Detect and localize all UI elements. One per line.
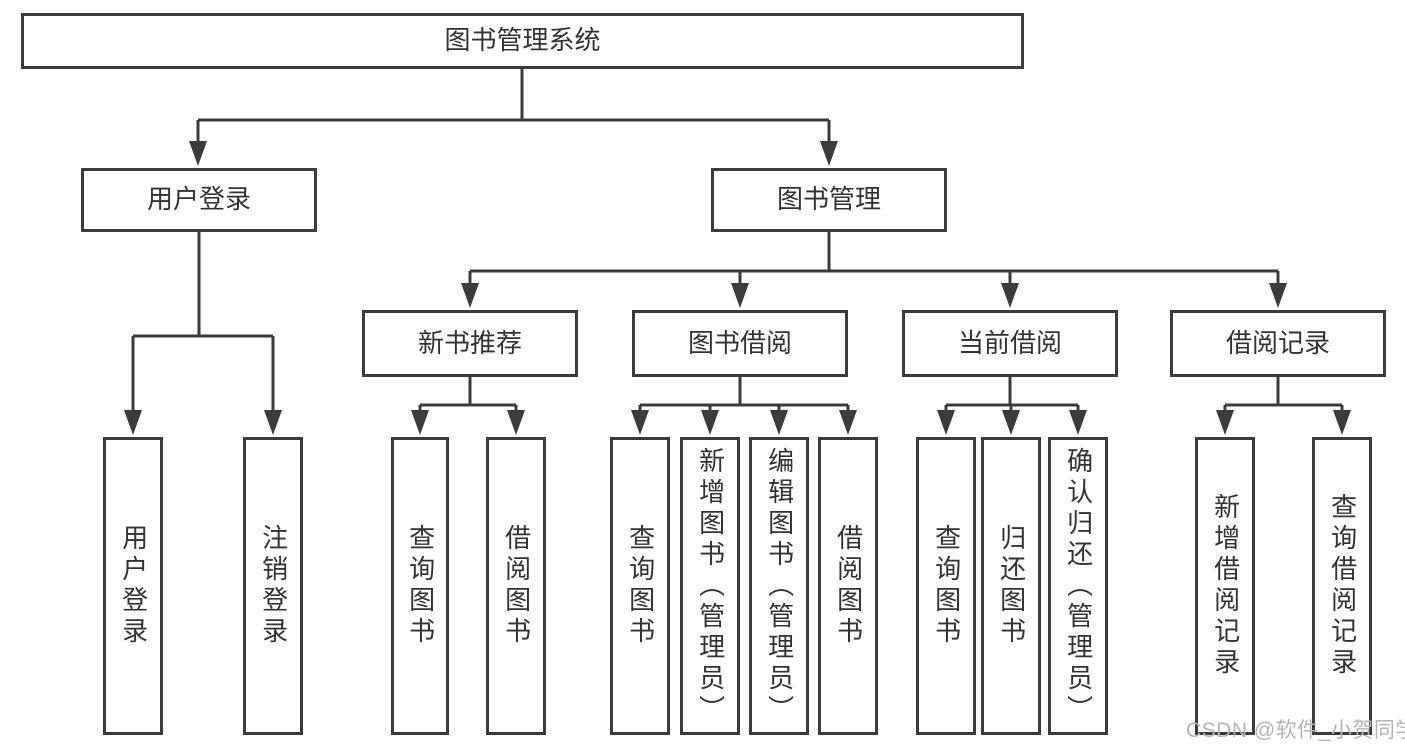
node-book-borrow: 图书借阅 — [632, 310, 848, 377]
leaf-return-book: 归还图书 — [981, 437, 1041, 735]
leaf-recommend-query-book: 查询图书 — [391, 437, 449, 735]
leaf-add-book-admin: 新增图书（管理员） — [680, 437, 740, 735]
connector-stems — [131, 69, 1344, 414]
leaf-add-borrow-record: 新增借阅记录 — [1195, 437, 1255, 735]
leaf-user-login: 用户登录 — [103, 437, 163, 735]
node-borrow-records: 借阅记录 — [1170, 310, 1386, 377]
leaf-recommend-borrow-book: 借阅图书 — [486, 437, 546, 735]
node-new-book-recommend: 新书推荐 — [362, 310, 578, 377]
node-user-login: 用户登录 — [81, 168, 317, 232]
arrowheads — [124, 141, 1351, 435]
leaf-borrow-query-book: 查询图书 — [610, 437, 670, 735]
node-root-library-system: 图书管理系统 — [21, 13, 1024, 69]
node-current-borrow: 当前借阅 — [902, 310, 1118, 377]
leaf-confirm-return-admin: 确认归还（管理员） — [1048, 437, 1108, 735]
node-book-management: 图书管理 — [711, 168, 947, 232]
watermark: CSDN @软件_小贺同学 — [1186, 719, 1405, 742]
leaf-current-query-book: 查询图书 — [916, 437, 976, 735]
leaf-borrow-book: 借阅图书 — [818, 437, 878, 735]
leaf-logout: 注销登录 — [243, 437, 303, 735]
leaf-query-borrow-record: 查询借阅记录 — [1312, 437, 1372, 735]
leaf-edit-book-admin: 编辑图书（管理员） — [749, 437, 809, 735]
